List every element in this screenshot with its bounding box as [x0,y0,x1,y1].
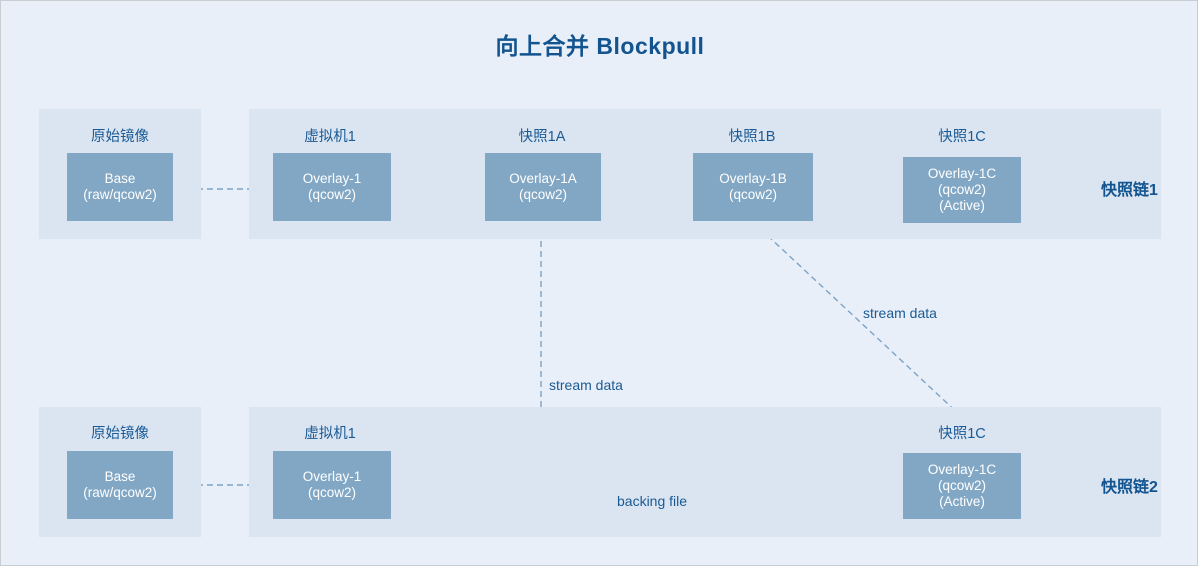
edge-label-stream-data-diagonal: stream data [863,305,937,321]
group-label-row2-1: 虚拟机1 [304,426,356,442]
node-row2-base[interactable]: Base (raw/qcow2) [67,451,173,519]
node-row1-overlay1a[interactable]: Overlay-1A (qcow2) [485,153,601,221]
group-label-row2-2: 快照1C [938,426,986,442]
group-label-row1-1: 虚拟机1 [304,129,356,145]
edge-label-stream-data-vertical: stream data [549,377,623,393]
group-label-row2-0: 原始镜像 [91,426,149,442]
node-row2-overlay1[interactable]: Overlay-1 (qcow2) [273,451,391,519]
node-row1-overlay1c[interactable]: Overlay-1C (qcow2) (Active) [903,157,1021,223]
edge-label-backing-file: backing file [617,493,688,509]
group-label-row1-3: 快照1B [728,129,776,145]
chain-label-row2: 快照链2 [1101,479,1158,496]
node-row1-overlay1[interactable]: Overlay-1 (qcow2) [273,153,391,221]
edge-stream-data-diagonal [752,221,970,424]
node-row2-overlay1c[interactable]: Overlay-1C (qcow2) (Active) [903,453,1021,519]
group-label-row1-0: 原始镜像 [91,129,149,145]
chain-label-row1: 快照链1 [1101,182,1158,199]
node-row1-base[interactable]: Base (raw/qcow2) [67,153,173,221]
group-label-row1-2: 快照1A [518,129,566,145]
page-title: 向上合并 Blockpull [495,33,705,59]
node-row1-overlay1b[interactable]: Overlay-1B (qcow2) [693,153,813,221]
group-label-row1-4: 快照1C [938,129,986,145]
